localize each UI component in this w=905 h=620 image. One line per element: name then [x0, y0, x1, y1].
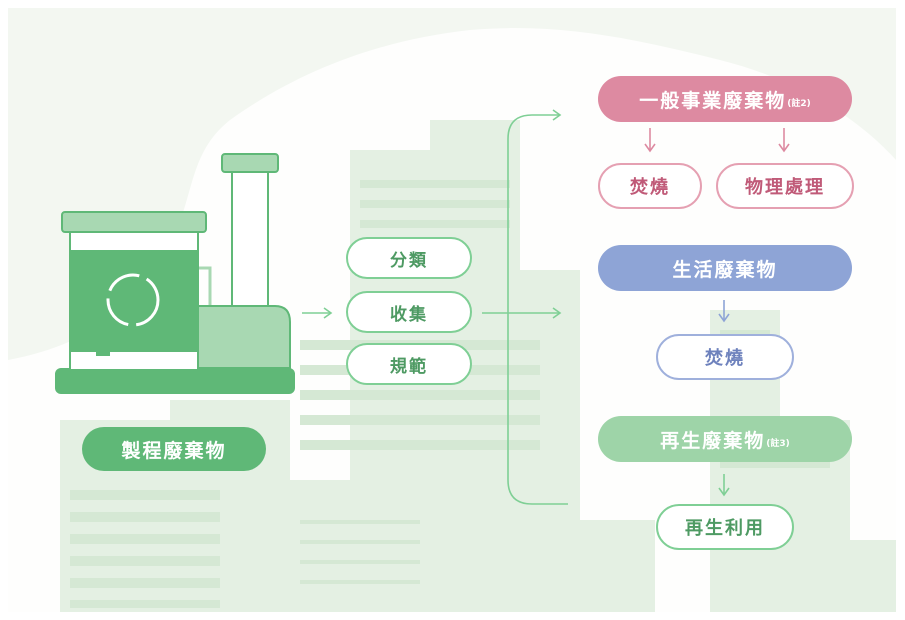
factory-tank-cap [61, 211, 207, 233]
treatment-label: 焚燒 [705, 348, 745, 369]
category-label: 生活廢棄物 [672, 258, 778, 281]
down-arrow-general-2 [778, 128, 790, 153]
treatment-label: 物理處理 [745, 177, 825, 198]
treatment-physical-pill: 物理處理 [716, 163, 854, 209]
category-label: 再生廢棄物 [660, 429, 766, 452]
step-regulate-pill: 規範 [346, 343, 472, 385]
factory-tank-body [70, 250, 198, 352]
source-label-pill: 製程廢棄物 [82, 427, 266, 471]
factory-tank-stripe [96, 352, 110, 356]
factory-pipe [196, 266, 212, 306]
footnote-ref: (註3) [766, 438, 790, 449]
factory-annex [197, 305, 291, 369]
treatment-reuse-pill: 再生利用 [656, 504, 794, 550]
chimney-cap [221, 153, 279, 173]
connectors [302, 109, 568, 505]
branch-bracket [507, 114, 568, 505]
down-arrows [644, 128, 790, 497]
recycle-ring [106, 273, 160, 327]
category-label: 一般事業廢棄物 [639, 89, 787, 112]
category-recyclable-pill: 再生廢棄物(註3) [598, 416, 852, 462]
footnote-ref: (註2) [787, 98, 811, 109]
step-label: 規範 [390, 356, 428, 377]
treatment-label: 再生利用 [685, 518, 765, 539]
step-classify-pill: 分類 [346, 237, 472, 279]
step-label: 分類 [390, 250, 428, 271]
category-general-pill: 一般事業廢棄物(註2) [598, 76, 852, 122]
factory-base [55, 368, 295, 394]
treatment-label: 焚燒 [630, 177, 670, 198]
factory-illustration [55, 153, 295, 394]
category-domestic-pill: 生活廢棄物 [598, 245, 852, 291]
step-label: 收集 [390, 304, 428, 325]
source-label: 製程廢棄物 [121, 439, 227, 462]
step-collect-pill: 收集 [346, 291, 472, 333]
down-arrow-recyclable [718, 474, 730, 497]
down-arrow-domestic [718, 300, 730, 323]
treatment-incineration-pill: 焚燒 [656, 334, 794, 380]
treatment-incineration-pill: 焚燒 [598, 163, 702, 209]
down-arrow-general-1 [644, 128, 656, 153]
